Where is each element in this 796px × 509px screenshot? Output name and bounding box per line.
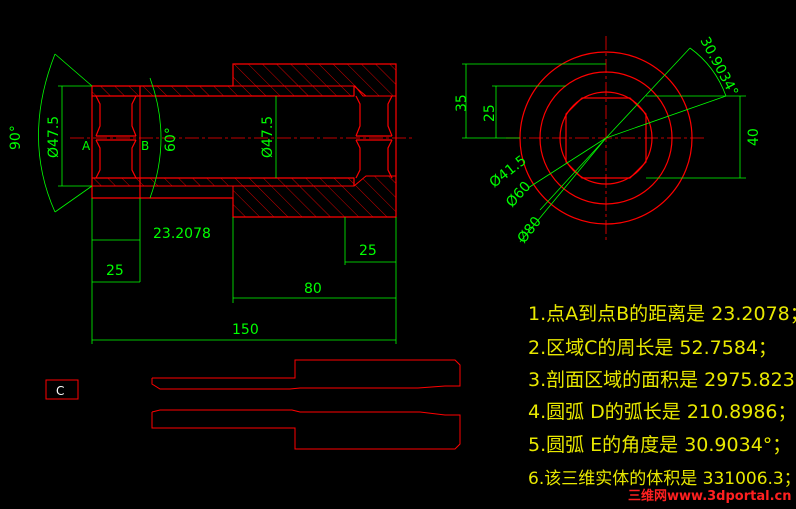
dim-25-left: 25 bbox=[106, 263, 124, 279]
dim-25-end: 25 bbox=[482, 104, 498, 122]
section-view: A B 90° 60° Ø47.5 Ø47.5 23.2078 25 25 80… bbox=[8, 53, 412, 344]
dim-150: 150 bbox=[232, 322, 259, 338]
label-b: B bbox=[141, 139, 149, 153]
region-c-label: C bbox=[56, 384, 64, 398]
section-hatch bbox=[91, 63, 397, 218]
notes-block: 1.点A到点B的距离是 23.2078； 2.区域C的周长是 52.7584； … bbox=[528, 303, 796, 489]
dim-dia-left: Ø47.5 bbox=[46, 116, 62, 158]
note-6: 6.该三维实体的体积是 331006.3； bbox=[528, 469, 796, 489]
dim-80: 80 bbox=[304, 281, 322, 297]
dim-40: 40 bbox=[746, 128, 762, 146]
dim-25-right: 25 bbox=[359, 243, 377, 259]
note-3: 3.剖面区域的面积是 2975.8231； bbox=[528, 369, 796, 391]
dim-angle-end: 30.9034° bbox=[696, 34, 741, 99]
region-c-profile bbox=[151, 359, 461, 450]
watermark: 三维网www.3dportal.cn bbox=[628, 488, 791, 504]
dim-ab-distance: 23.2078 bbox=[153, 226, 211, 242]
dim-dia-center: Ø47.5 bbox=[260, 116, 276, 158]
end-view: 35 25 40 30.9034° Ø41.5 Ø60 Ø80 bbox=[454, 34, 762, 246]
dim-35: 35 bbox=[454, 94, 470, 112]
region-c: C bbox=[45, 359, 461, 450]
section-dimensions bbox=[38, 53, 397, 344]
dim-dia-80: Ø80 bbox=[515, 214, 545, 247]
dim-angle-90: 90° bbox=[8, 125, 24, 150]
label-a: A bbox=[82, 139, 91, 153]
dim-angle-60: 60° bbox=[163, 127, 179, 152]
dim-dia-60: Ø60 bbox=[503, 179, 534, 211]
note-2: 2.区域C的周长是 52.7584； bbox=[528, 337, 777, 359]
note-5: 5.圆弧 E的角度是 30.9034°； bbox=[528, 434, 791, 456]
note-4: 4.圆弧 D的弧长是 210.8986； bbox=[528, 401, 796, 423]
end-view-dimensions bbox=[462, 47, 746, 243]
note-1: 1.点A到点B的距离是 23.2078； bbox=[528, 303, 796, 325]
